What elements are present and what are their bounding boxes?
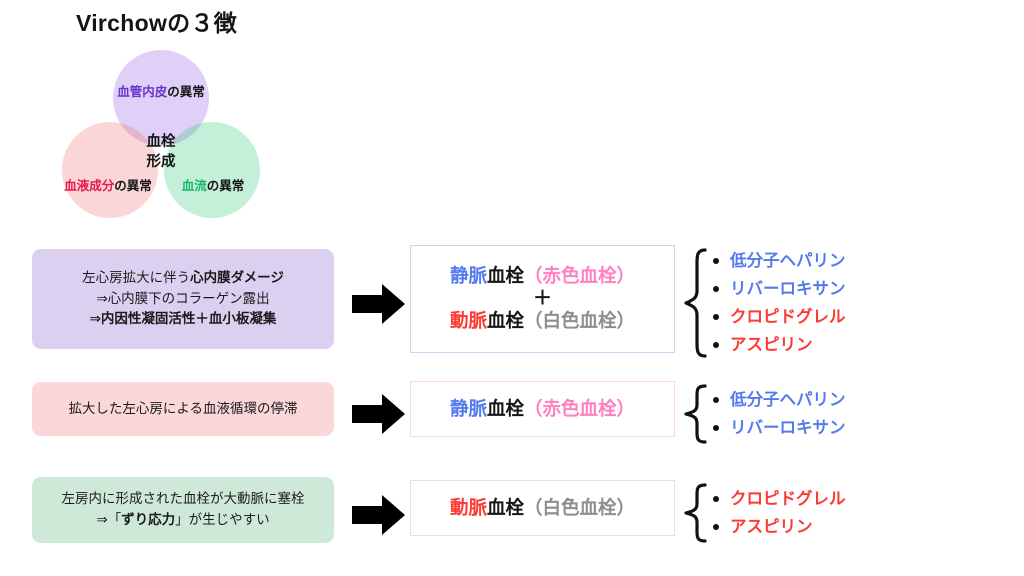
curly-brace-icon — [684, 483, 707, 543]
cause-line: 拡大した左心房による血液循環の停滞 — [68, 400, 298, 416]
pathway-row-3: 左房内に形成された血栓が大動脈に塞栓 ⇒「ずり応力」が生じやすい 動脈血栓（白色… — [0, 472, 1024, 548]
right-arrow-icon — [352, 495, 405, 535]
result-accent: 動脈 — [449, 310, 487, 332]
venn-center-line-1: 血栓 — [146, 134, 176, 150]
pathway-row-2: 拡大した左心房による血液循環の停滞 静脈血栓（赤色血栓） 低分子ヘパリン リバー… — [0, 378, 1024, 444]
cause-line: 左房内に形成された血栓が大動脈に塞栓 — [61, 491, 305, 507]
result-line: 静脈血栓（赤色血栓） — [450, 397, 635, 422]
drug-list-item[interactable]: アスピリン — [713, 331, 846, 359]
right-arrow-3 — [348, 494, 410, 536]
venn-circle-blood-flow-abnormality: 血流の異常 — [164, 122, 260, 218]
result-accent: 静脈 — [449, 264, 487, 286]
result-mid: 血栓 — [486, 496, 524, 518]
pathway-row-1: 左心房拡大に伴う心内膜ダメージ ⇒心内膜下のコラーゲン露出 ⇒内因性凝固活性＋血… — [0, 243, 1024, 358]
venn-diagram: 血管内皮の異常 血液成分の異常 血流の異常 血栓 形成 — [40, 50, 300, 230]
venn-center-label: 血栓 形成 — [124, 132, 198, 172]
result-paren: （白色血栓） — [524, 310, 636, 332]
venn-label-endothelial-suffix: の異常 — [167, 84, 205, 99]
result-box-arterial: 動脈血栓（白色血栓） — [410, 480, 675, 536]
bullet-icon — [713, 258, 719, 264]
cause-line: ⇒「ずり応力」が生じやすい — [96, 512, 270, 527]
right-arrow-icon — [352, 284, 405, 324]
drug-name: 低分子ヘパリン — [730, 251, 846, 270]
result-line: 動脈血栓（白色血栓） — [450, 496, 635, 521]
cause-line: ⇒内因性凝固活性＋血小板凝集 — [89, 311, 277, 327]
curly-brace-icon — [684, 384, 707, 444]
drug-name: アスピリン — [730, 335, 813, 354]
bullet-icon — [713, 314, 719, 320]
drug-list-item[interactable]: 低分子ヘパリン — [713, 386, 846, 414]
result-line: 動脈血栓（白色血栓） — [450, 309, 635, 334]
venn-label-flow-accent: 血流 — [181, 178, 207, 193]
curly-brace-icon — [684, 248, 707, 358]
cause-line-text: 左心房拡大に伴う — [82, 269, 191, 285]
venn-label-endothelial: 血管内皮の異常 — [117, 81, 205, 100]
result-accent: 動脈 — [449, 496, 487, 518]
drug-group-3: クロピドグレル アスピリン — [683, 482, 846, 544]
drug-list-item[interactable]: クロピドグレル — [713, 485, 846, 513]
drug-name: アスピリン — [730, 517, 813, 536]
venn-label-flow-suffix: の異常 — [206, 178, 245, 193]
bullet-icon — [713, 524, 719, 530]
drug-group-1: 低分子ヘパリン リバーロキサン クロピドグレル アスピリン — [683, 247, 846, 359]
drug-list: 低分子ヘパリン リバーロキサン — [713, 386, 846, 442]
result-box-venous: 静脈血栓（赤色血栓） — [410, 381, 675, 437]
bullet-icon — [713, 342, 719, 348]
result-box-venous-and-arterial: 静脈血栓（赤色血栓） ＋ 動脈血栓（白色血栓） — [410, 245, 675, 353]
drug-list-item[interactable]: リバーロキサン — [713, 275, 846, 303]
result-mid: 血栓 — [486, 310, 524, 332]
drug-name: リバーロキサン — [730, 418, 846, 437]
venn-label-flow: 血流の異常 — [182, 175, 245, 194]
drug-name: リバーロキサン — [730, 279, 846, 298]
result-paren: （白色血栓） — [524, 496, 636, 518]
result-line: 静脈血栓（赤色血栓） — [450, 264, 635, 289]
right-arrow-1 — [348, 283, 410, 325]
venn-circle-blood-component-abnormality: 血液成分の異常 — [62, 122, 158, 218]
bullet-icon — [713, 425, 719, 431]
venn-label-blood-accent: 血液成分 — [64, 178, 115, 193]
result-paren: （赤色血栓） — [524, 397, 636, 419]
drug-list-item[interactable]: 低分子ヘパリン — [713, 247, 846, 275]
drug-list: クロピドグレル アスピリン — [713, 485, 846, 541]
bullet-icon — [713, 496, 719, 502]
result-paren: （赤色血栓） — [524, 264, 636, 286]
right-arrow-2 — [348, 393, 410, 435]
venn-center-line-2: 形成 — [146, 154, 176, 170]
cause-box-aortic-embolism: 左房内に形成された血栓が大動脈に塞栓 ⇒「ずり応力」が生じやすい — [32, 477, 334, 543]
right-arrow-icon — [352, 394, 405, 434]
drug-list-item[interactable]: リバーロキサン — [713, 414, 846, 442]
drug-group-2: 低分子ヘパリン リバーロキサン — [683, 383, 846, 445]
drug-name: クロピドグレル — [730, 307, 846, 326]
venn-label-blood-suffix: の異常 — [114, 178, 152, 193]
cause-line: ⇒心内膜下のコラーゲン露出 — [96, 290, 270, 306]
result-accent: 静脈 — [449, 397, 487, 419]
drug-name: クロピドグレル — [730, 489, 846, 508]
bullet-icon — [713, 286, 719, 292]
result-mid: 血栓 — [486, 264, 524, 286]
drug-list-item[interactable]: クロピドグレル — [713, 303, 846, 331]
cause-line: 左心房拡大に伴う心内膜ダメージ — [82, 268, 284, 289]
cause-line-bold: ずり応力 — [121, 512, 176, 527]
bullet-icon — [713, 397, 719, 403]
drug-list: 低分子ヘパリン リバーロキサン クロピドグレル アスピリン — [713, 247, 846, 359]
venn-circle-endothelial-abnormality: 血管内皮の異常 — [113, 50, 209, 146]
drug-list-item[interactable]: アスピリン — [713, 513, 846, 541]
page-title: Virchowの３徴 — [76, 10, 238, 36]
plus-sign: ＋ — [532, 287, 552, 309]
cause-line-bold: 心内膜ダメージ — [190, 269, 284, 285]
venn-label-endothelial-accent: 血管内皮 — [117, 84, 168, 99]
venn-label-blood: 血液成分の異常 — [64, 175, 152, 194]
cause-box-blood-stasis: 拡大した左心房による血液循環の停滞 — [32, 382, 334, 436]
result-mid: 血栓 — [486, 397, 524, 419]
cause-box-endothelial-damage: 左心房拡大に伴う心内膜ダメージ ⇒心内膜下のコラーゲン露出 ⇒内因性凝固活性＋血… — [32, 249, 334, 349]
drug-name: 低分子ヘパリン — [730, 390, 846, 409]
